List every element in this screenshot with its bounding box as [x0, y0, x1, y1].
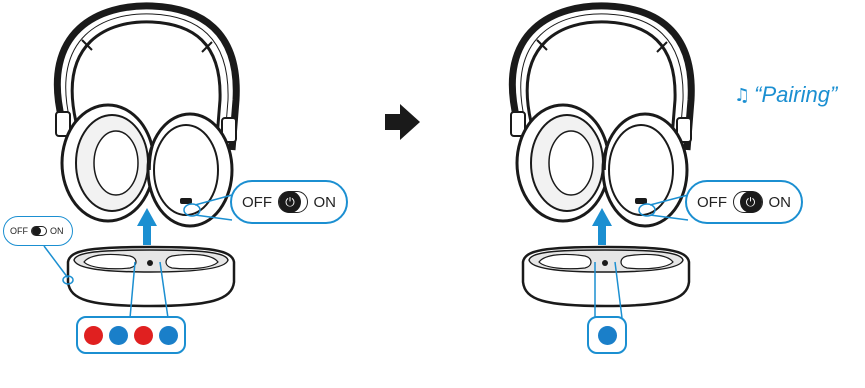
- pairing-voice-prompt: ♫ “Pairing”: [734, 82, 837, 108]
- power-toggle-off: ⏻: [278, 191, 308, 213]
- led-red: [134, 326, 153, 345]
- right-arrow-icon: [385, 104, 420, 140]
- lift-arrow-right-icon: [592, 208, 612, 245]
- small-switch-callout: OFF ON: [3, 216, 73, 246]
- lift-arrow-left-icon: [137, 208, 157, 245]
- pairing-text: “Pairing”: [754, 82, 837, 108]
- led-blue: [109, 326, 128, 345]
- small-power-toggle: [31, 226, 47, 236]
- music-note-icon: ♫: [734, 85, 750, 106]
- switch-on-label: ON: [50, 226, 64, 236]
- led-red: [84, 326, 103, 345]
- switch-on-label: ON: [769, 194, 792, 211]
- led-indicator-box-right: [587, 316, 627, 354]
- toggle-knob: ⏻: [740, 191, 762, 213]
- led-blue: [159, 326, 178, 345]
- led-indicator-box-left: [76, 316, 186, 354]
- power-icon: ⏻: [285, 196, 295, 208]
- charging-dock-right: [523, 247, 689, 306]
- toggle-knob: ⏻: [279, 191, 301, 213]
- headphones-right: [511, 6, 691, 226]
- led-blue: [598, 326, 617, 345]
- power-toggle-on: ⏻: [733, 191, 763, 213]
- power-switch-callout-left: OFF ⏻ ON: [230, 180, 348, 224]
- charging-dock-left: [68, 247, 234, 306]
- switch-off-label: OFF: [697, 194, 727, 211]
- switch-off-label: OFF: [242, 194, 272, 211]
- switch-off-label: OFF: [10, 226, 28, 236]
- switch-on-label: ON: [314, 194, 337, 211]
- headphones-left: [56, 6, 236, 226]
- power-icon: ⏻: [746, 196, 756, 208]
- toggle-knob: [32, 227, 41, 236]
- power-switch-callout-right: OFF ⏻ ON: [685, 180, 803, 224]
